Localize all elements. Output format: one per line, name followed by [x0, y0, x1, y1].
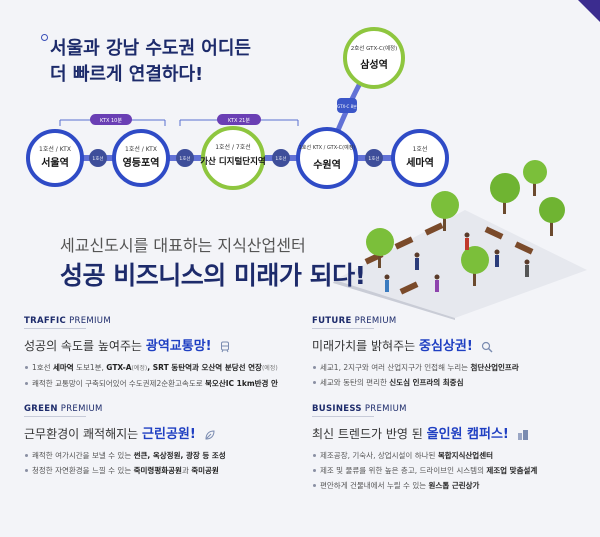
section-traffic: TRAFFIC PREMIUM 성공의 속도를 높여주는 광역교통망! 1호선 … — [24, 316, 294, 391]
svg-text:가산 디지털단지역: 가산 디지털단지역 — [200, 156, 266, 167]
headline: 서울과 강남 수도권 어디든 더 빠르게 연결하다! — [41, 34, 251, 88]
svg-text:영등포역: 영등포역 — [123, 156, 160, 169]
between-stop-1: 1호선 — [89, 149, 107, 167]
segment-badge-1-text: KTX 10분 — [100, 118, 122, 124]
search-icon — [481, 341, 493, 352]
station-samseong: 2호선 GTX-C(예정) 삼성역 — [343, 27, 405, 89]
station-yeongdeungpo: 1호선 / KTX 영등포역 — [112, 129, 170, 187]
plaza-illustration — [333, 160, 587, 320]
list-item: 청정한 자연환경을 느낄 수 있는 죽미령평화공원과 죽미공원 — [24, 463, 294, 478]
section-tag: BUSINESS PREMIUM — [312, 404, 407, 414]
between-stop-4: 1호선 — [365, 149, 383, 167]
section-future: FUTURE PREMIUM 미래가치를 밝혀주는 중심상권! 세교1, 2지구… — [312, 316, 582, 390]
list-item: 제조공장, 기숙사, 상업시설이 하나된 복합지식산업센터 — [312, 448, 582, 463]
section-tag: TRAFFIC PREMIUM — [24, 316, 111, 326]
gtx-badge-text: GTX-C 8분 — [337, 104, 357, 109]
svg-text:1호선 / KTX: 1호선 / KTX — [39, 145, 71, 153]
gtx-badge — [337, 98, 357, 113]
svg-text:삼성역: 삼성역 — [360, 58, 388, 71]
section-tag: GREEN PREMIUM — [24, 404, 103, 414]
svg-text:1호선 KTX / GTX-C(예정): 1호선 KTX / GTX-C(예정) — [299, 144, 356, 151]
section-business: BUSINESS PREMIUM 최신 트렌드가 반영 된 올인원 캠퍼스! 제… — [312, 404, 582, 493]
section-title: 성공의 속도를 높여주는 광역교통망! — [24, 335, 294, 354]
building-icon — [517, 429, 528, 440]
between-stop-2: 1호선 — [176, 149, 194, 167]
svg-text:1호선: 1호선 — [275, 155, 286, 162]
list-item: 세교1, 2지구와 여러 산업지구가 인접해 누리는 첨단산업인프라 — [312, 360, 582, 375]
headline-line-1: 서울과 강남 수도권 어디든 — [50, 38, 251, 59]
section-title: 미래가치를 밝혀주는 중심상권! — [312, 335, 582, 354]
list-item: 쾌적한 여가시간을 보낼 수 있는 썬큰, 옥상정원, 광장 등 조성 — [24, 448, 294, 463]
station-seoul: 1호선 / KTX 서울역 — [26, 129, 84, 187]
svg-text:1호선: 1호선 — [179, 155, 190, 162]
svg-text:1호선: 1호선 — [413, 145, 428, 153]
segment-badge-2-text: KTX 21분 — [228, 118, 250, 124]
subtitle-big: 성공 비즈니스의 미래가 되다! — [60, 261, 366, 290]
corner-decoration — [578, 0, 600, 22]
section-title: 근무환경이 쾌적해지는 근린공원! — [24, 423, 294, 442]
subtitle-small: 세교신도시를 대표하는 지식산업센터 — [60, 236, 306, 255]
station-suwon: 1호선 KTX / GTX-C(예정) 수원역 — [296, 127, 358, 189]
list-item: 편안하게 건물내에서 누릴 수 있는 원스톱 근린상가 — [312, 478, 582, 493]
headline-line-2: 더 빠르게 연결하다! — [50, 64, 204, 85]
station-gasan: 1호선 / 7호선 가산 디지털단지역 — [200, 126, 266, 190]
station-sema: 1호선 세마역 — [391, 129, 449, 187]
list-item: 세교와 동탄의 편리한 신도심 인프라의 최중심 — [312, 375, 582, 390]
svg-text:서울역: 서울역 — [41, 156, 69, 169]
svg-text:1호선: 1호선 — [368, 155, 379, 162]
svg-text:1호선 / 7호선: 1호선 / 7호선 — [215, 143, 251, 151]
svg-text:2호선 GTX-C(예정): 2호선 GTX-C(예정) — [351, 44, 398, 52]
list-item: 1호선 세마역 도보1분, GTX-A(예정), SRT 동탄역과 오산역 분당… — [24, 360, 294, 376]
section-green: GREEN PREMIUM 근무환경이 쾌적해지는 근린공원! 쾌적한 여가시간… — [24, 404, 294, 478]
train-icon — [221, 341, 230, 352]
segment-badge-1 — [90, 114, 132, 125]
between-stop-3: 1호선 — [272, 149, 290, 167]
svg-text:수원역: 수원역 — [313, 158, 341, 171]
section-tag: FUTURE PREMIUM — [312, 316, 397, 326]
segment-badge-2 — [217, 114, 261, 125]
circle-decoration-icon — [41, 34, 48, 41]
svg-text:1호선 / KTX: 1호선 / KTX — [125, 145, 157, 153]
route-map: KTX 10분 KTX 21분 GTX-C 8분 1호선 1호선 1호선 1호선… — [26, 27, 449, 190]
svg-text:1호선: 1호선 — [92, 155, 103, 162]
leaf-icon — [205, 429, 215, 440]
svg-text:세마역: 세마역 — [406, 156, 434, 169]
list-item: 쾌적한 교통망이 구축되어있어 수도권제2순환고속도로 북오산IC 1km반경 … — [24, 376, 294, 391]
section-title: 최신 트렌드가 반영 된 올인원 캠퍼스! — [312, 423, 582, 442]
list-item: 제조 및 물류를 위한 높은 층고, 드라이브인 시스템의 제조업 맞춤설계 — [312, 463, 582, 478]
